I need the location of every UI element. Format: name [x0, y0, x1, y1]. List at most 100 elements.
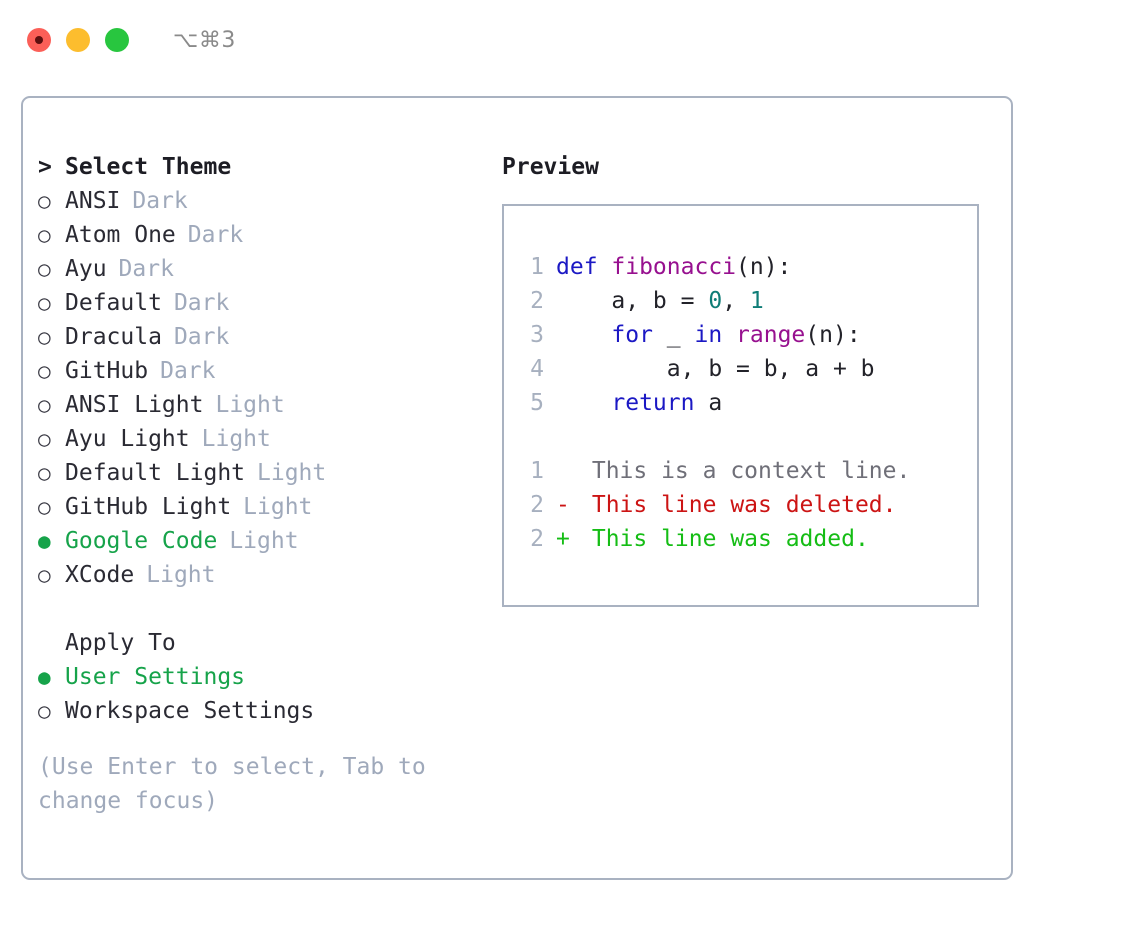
theme-option-ansi[interactable]: ○ ANSI Dark: [38, 184, 498, 218]
radio-unselected-icon: ○: [38, 290, 51, 315]
radio-unselected-icon: ○: [38, 494, 51, 519]
theme-option-label: Google Code: [65, 528, 218, 554]
code-token: a: [694, 390, 723, 416]
theme-option-label: Atom One: [65, 222, 176, 248]
radio-unselected-icon: ○: [38, 222, 51, 247]
window-controls: [27, 28, 129, 52]
theme-option-label: Default Light: [65, 460, 246, 486]
theme-variant-tag: Dark: [187, 222, 244, 248]
theme-option-label: ANSI: [65, 188, 121, 214]
theme-variant-tag: Light: [257, 460, 327, 486]
theme-option-atom-one[interactable]: ○ Atom One Dark: [38, 218, 498, 252]
code-line: 3 for _ in range(n):: [516, 318, 977, 352]
radio-selected-icon: ●: [38, 664, 51, 689]
zoom-button[interactable]: [105, 28, 129, 52]
code-token: fibonacci: [611, 254, 737, 280]
theme-variant-tag: Dark: [160, 358, 216, 384]
radio-unselected-icon: ○: [38, 562, 51, 587]
theme-option-label: Default: [65, 290, 162, 316]
apply-to-option-workspace-settings[interactable]: ○ Workspace Settings: [38, 694, 498, 728]
theme-option-label: GitHub Light: [65, 494, 232, 520]
theme-variant-tag: Light: [146, 562, 216, 588]
radio-unselected-icon: ○: [38, 188, 51, 213]
theme-option-label: ANSI Light: [65, 392, 204, 418]
apply-to-option-user-settings[interactable]: ● User Settings: [38, 660, 498, 694]
close-button[interactable]: [27, 28, 51, 52]
diff-marker: +: [556, 526, 570, 552]
code-token: 1: [749, 288, 764, 314]
code-line-text: a, b = 0, 1: [556, 288, 764, 314]
code-token: range: [736, 322, 806, 348]
list-spacer: [38, 592, 498, 626]
line-number: 5: [530, 390, 544, 416]
minimize-button[interactable]: [66, 28, 90, 52]
code-token: for: [611, 322, 653, 348]
code-token: def: [556, 254, 612, 280]
apply-to-option-label: Workspace Settings: [65, 698, 315, 724]
radio-unselected-icon: ○: [38, 698, 51, 723]
theme-option-xcode[interactable]: ○ XCode Light: [38, 558, 498, 592]
apply-to-list: ● User Settings ○ Workspace Settings: [38, 660, 498, 728]
line-number: 2: [530, 492, 544, 518]
code-token: in: [694, 322, 723, 348]
line-number: 2: [530, 526, 544, 552]
diff-marker: [556, 458, 578, 484]
theme-variant-tag: Light: [229, 528, 299, 554]
page-title: Select Theme: [65, 154, 232, 180]
code-line: 1 def fibonacci(n):: [516, 250, 977, 284]
diff-line-text: This line was added.: [578, 526, 869, 552]
theme-option-label: XCode: [65, 562, 135, 588]
diff-line: 2 + This line was added.: [516, 522, 977, 556]
code-token: a, b = b, a + b: [556, 356, 875, 382]
code-token: (n):: [805, 322, 861, 348]
code-line: 5 return a: [516, 386, 977, 420]
radio-unselected-icon: ○: [38, 324, 51, 349]
prompt-caret-icon: >: [38, 154, 52, 180]
code-line-text: for _ in range(n):: [556, 322, 861, 348]
theme-option-label: GitHub: [65, 358, 149, 384]
theme-option-default-light[interactable]: ○ Default Light Light: [38, 456, 498, 490]
apply-to-title: Apply To: [65, 630, 176, 656]
theme-option-label: Dracula: [65, 324, 162, 350]
theme-option-google-code[interactable]: ● Google Code Light: [38, 524, 498, 558]
diff-line-text: This line was deleted.: [578, 492, 897, 518]
radio-unselected-icon: ○: [38, 392, 51, 417]
theme-variant-tag: Dark: [132, 188, 188, 214]
code-token: (n):: [736, 254, 792, 280]
line-number: 1: [530, 458, 544, 484]
title-bar: ⌥⌘3: [0, 0, 1140, 80]
radio-unselected-icon: ○: [38, 460, 51, 485]
theme-option-label: Ayu Light: [65, 426, 190, 452]
theme-option-github[interactable]: ○ GitHub Dark: [38, 354, 498, 388]
code-token: a, b =: [556, 288, 709, 314]
line-number: 1: [530, 254, 544, 280]
radio-selected-icon: ●: [38, 528, 51, 553]
radio-unselected-icon: ○: [38, 358, 51, 383]
theme-variant-tag: Light: [215, 392, 285, 418]
code-line: 2 a, b = 0, 1: [516, 284, 977, 318]
diff-line: 2- This line was deleted.: [516, 488, 977, 522]
line-number: 2: [530, 288, 544, 314]
apply-to-option-label: User Settings: [65, 664, 246, 690]
keyboard-hint: (Use Enter to select, Tab to change focu…: [38, 754, 426, 814]
theme-option-ansi-light[interactable]: ○ ANSI Light Light: [38, 388, 498, 422]
line-number: 4: [530, 356, 544, 382]
code-gap: [516, 420, 977, 454]
diff-line: 1 This is a context line.: [516, 454, 977, 488]
theme-picker-title-row: > Select Theme: [38, 150, 498, 184]
code-line-text: def fibonacci(n):: [556, 254, 791, 280]
code-token: [556, 322, 611, 348]
code-line-text: return a: [556, 390, 722, 416]
code-line: 4 a, b = b, a + b: [516, 352, 977, 386]
code-token: 0: [708, 288, 723, 314]
